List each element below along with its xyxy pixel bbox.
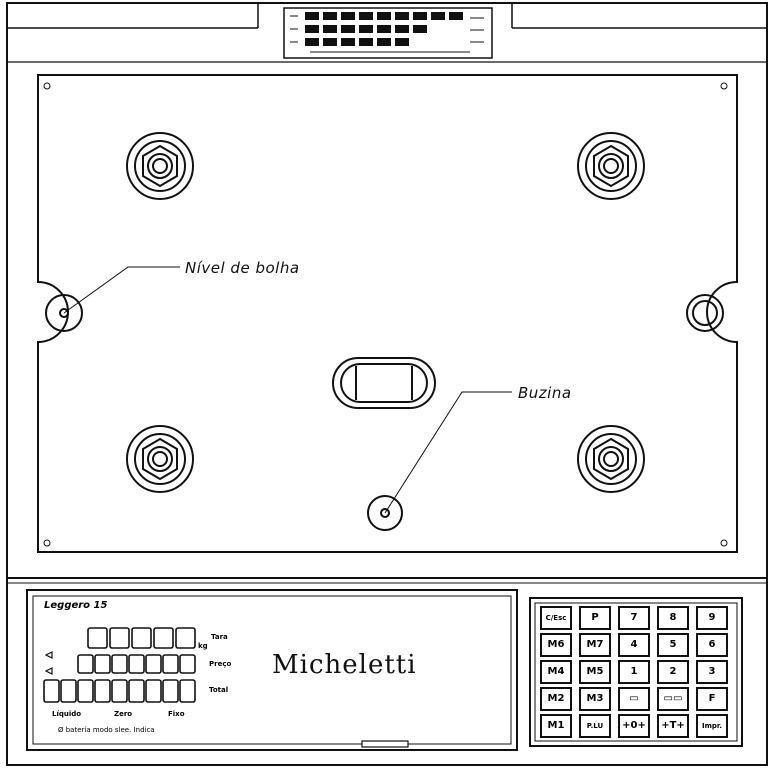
corner-screws [43, 82, 728, 547]
foot-bottom-left [126, 425, 194, 493]
brand-logo-text: Micheletti [272, 650, 417, 680]
key-1-3[interactable]: 5 [657, 633, 689, 657]
key-4-2[interactable]: +0+ [618, 714, 650, 738]
key-1-2[interactable]: 4 [618, 633, 650, 657]
key-0-0[interactable]: C/Esc [540, 606, 572, 630]
fixed-label: Fixo [168, 710, 185, 718]
key-3-3[interactable]: ▭▭ [657, 687, 689, 711]
key-4-3[interactable]: +T+ [657, 714, 689, 738]
buzzer [367, 495, 403, 531]
price-digits [77, 654, 196, 674]
total-digits [43, 679, 196, 703]
bubble-level-label: Nível de bolha [185, 259, 300, 277]
foot-top-right [577, 132, 645, 200]
price-label: Preço [209, 660, 232, 668]
net-label: Líquido [52, 710, 82, 718]
key-4-4[interactable]: Impr. [696, 714, 728, 738]
unit-label: kg [198, 642, 208, 650]
center-handle [332, 357, 436, 409]
tare-digits [87, 627, 196, 649]
key-3-1[interactable]: M3 [579, 687, 611, 711]
key-0-1[interactable]: P [579, 606, 611, 630]
key-3-0[interactable]: M2 [540, 687, 572, 711]
key-1-4[interactable]: 6 [696, 633, 728, 657]
bottom-tab [361, 740, 409, 748]
key-1-1[interactable]: M7 [579, 633, 611, 657]
key-3-2[interactable]: ▭ [618, 687, 650, 711]
total-label: Total [209, 686, 229, 694]
bubble-level [45, 294, 83, 332]
footer-note: Ø batería modo slee. Indica [58, 726, 155, 734]
foot-bottom-right [577, 425, 645, 493]
key-0-2[interactable]: 7 [618, 606, 650, 630]
key-0-4[interactable]: 9 [696, 606, 728, 630]
key-4-0[interactable]: M1 [540, 714, 572, 738]
key-2-4[interactable]: 3 [696, 660, 728, 684]
foot-top-left [126, 132, 194, 200]
key-3-4[interactable]: F [696, 687, 728, 711]
bubble-level-leader [63, 266, 180, 314]
key-2-0[interactable]: M4 [540, 660, 572, 684]
rear-display [283, 7, 493, 59]
indicator-arrows [44, 651, 53, 675]
model-name: Leggero 15 [44, 600, 108, 611]
buzzer-leader [384, 391, 512, 514]
buzzer-label: Buzina [518, 384, 572, 402]
zero-label: Zero [114, 710, 133, 718]
key-4-1[interactable]: P.LU [579, 714, 611, 738]
key-1-0[interactable]: M6 [540, 633, 572, 657]
key-2-1[interactable]: M5 [579, 660, 611, 684]
key-2-3[interactable]: 2 [657, 660, 689, 684]
display-panel [26, 589, 518, 751]
tare-label: Tara [211, 633, 228, 641]
right-notch-ring [686, 294, 724, 332]
key-2-2[interactable]: 1 [618, 660, 650, 684]
key-0-3[interactable]: 8 [657, 606, 689, 630]
